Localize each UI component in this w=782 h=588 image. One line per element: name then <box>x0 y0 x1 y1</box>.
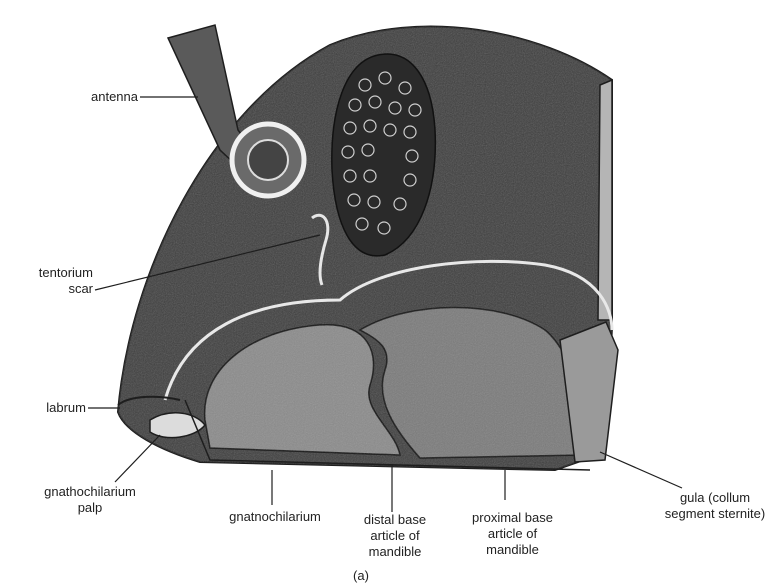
label-antenna: antenna <box>20 89 138 105</box>
figure-caption: (a) <box>341 568 381 584</box>
label-proximal-base-mandible: proximal base article of mandible <box>455 510 570 558</box>
label-gnathochilarium-palp: gnathochilarium palp <box>20 484 160 516</box>
label-gula: gula (collum segment sternite) <box>650 490 780 522</box>
label-tentorium-scar: tentorium scar <box>0 265 93 297</box>
label-labrum: labrum <box>0 400 86 416</box>
label-gnathochilarium: gnatnochilarium <box>205 509 345 525</box>
label-distal-base-mandible: distal base article of mandible <box>340 512 450 560</box>
lateral-ridge <box>598 80 612 320</box>
